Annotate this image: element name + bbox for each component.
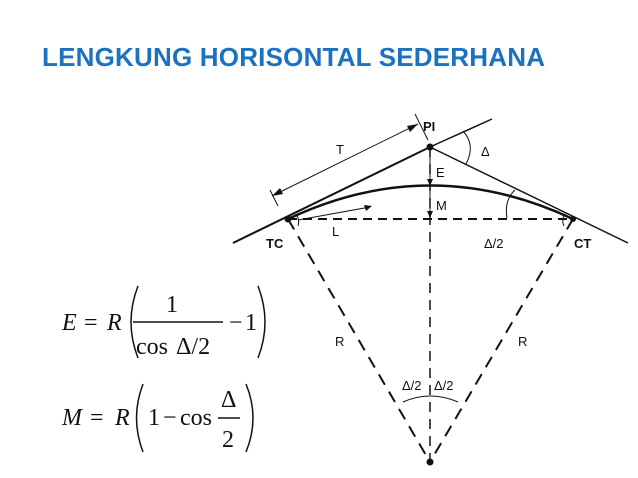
center-point <box>426 458 434 466</box>
label-ct: CT <box>574 236 591 251</box>
label-r-right: R <box>518 334 527 349</box>
svg-text:R: R <box>114 405 130 431</box>
label-tc: TC <box>266 236 284 251</box>
delta-angle-arc <box>462 130 471 165</box>
pi-point <box>426 143 434 151</box>
label-delta-half-center-left: Δ/2 <box>402 378 422 393</box>
svg-text:−: − <box>163 405 177 431</box>
svg-text:E: E <box>61 310 77 336</box>
svg-text:1: 1 <box>245 310 257 336</box>
svg-text:2: 2 <box>222 427 234 453</box>
page-title: LENGKUNG HORISONTAL SEDERHANA <box>42 42 546 72</box>
svg-text:cos: cos <box>180 405 212 431</box>
tc-point <box>284 215 292 223</box>
label-delta: Δ <box>481 144 490 159</box>
svg-text:=: = <box>90 405 104 431</box>
radius-left <box>287 218 431 463</box>
formula-m: M = R 1 − cos Δ 2 <box>61 383 254 453</box>
label-t: T <box>336 142 344 157</box>
tangent-extension <box>429 118 493 148</box>
svg-text:cos: cos <box>136 334 168 360</box>
svg-text:1: 1 <box>166 292 178 318</box>
svg-text:Δ/2: Δ/2 <box>176 334 210 360</box>
svg-text:R: R <box>106 310 122 336</box>
svg-text:−: − <box>229 310 243 336</box>
l-arrow <box>297 206 371 221</box>
ct-point <box>570 216 576 222</box>
tangent-line-right <box>429 146 629 244</box>
label-pi: PI <box>423 119 435 134</box>
radius-right <box>429 218 574 463</box>
label-r-left: R <box>335 334 344 349</box>
svg-text:=: = <box>84 310 98 336</box>
label-delta-half-ct: Δ/2 <box>484 236 504 251</box>
label-e: E <box>436 165 445 180</box>
tangent-line-left <box>232 146 431 244</box>
center-angle-arc <box>402 395 459 403</box>
formula-e: E = R 1 cos Δ/2 − 1 <box>61 285 266 360</box>
label-l: L <box>332 224 339 239</box>
svg-text:1: 1 <box>148 405 160 431</box>
label-m: M <box>436 198 447 213</box>
label-delta-half-center-right: Δ/2 <box>434 378 454 393</box>
svg-text:Δ: Δ <box>221 387 236 413</box>
delta-half-arc-ct <box>505 189 516 219</box>
t-dimension-line <box>271 123 419 197</box>
svg-text:M: M <box>61 405 84 431</box>
